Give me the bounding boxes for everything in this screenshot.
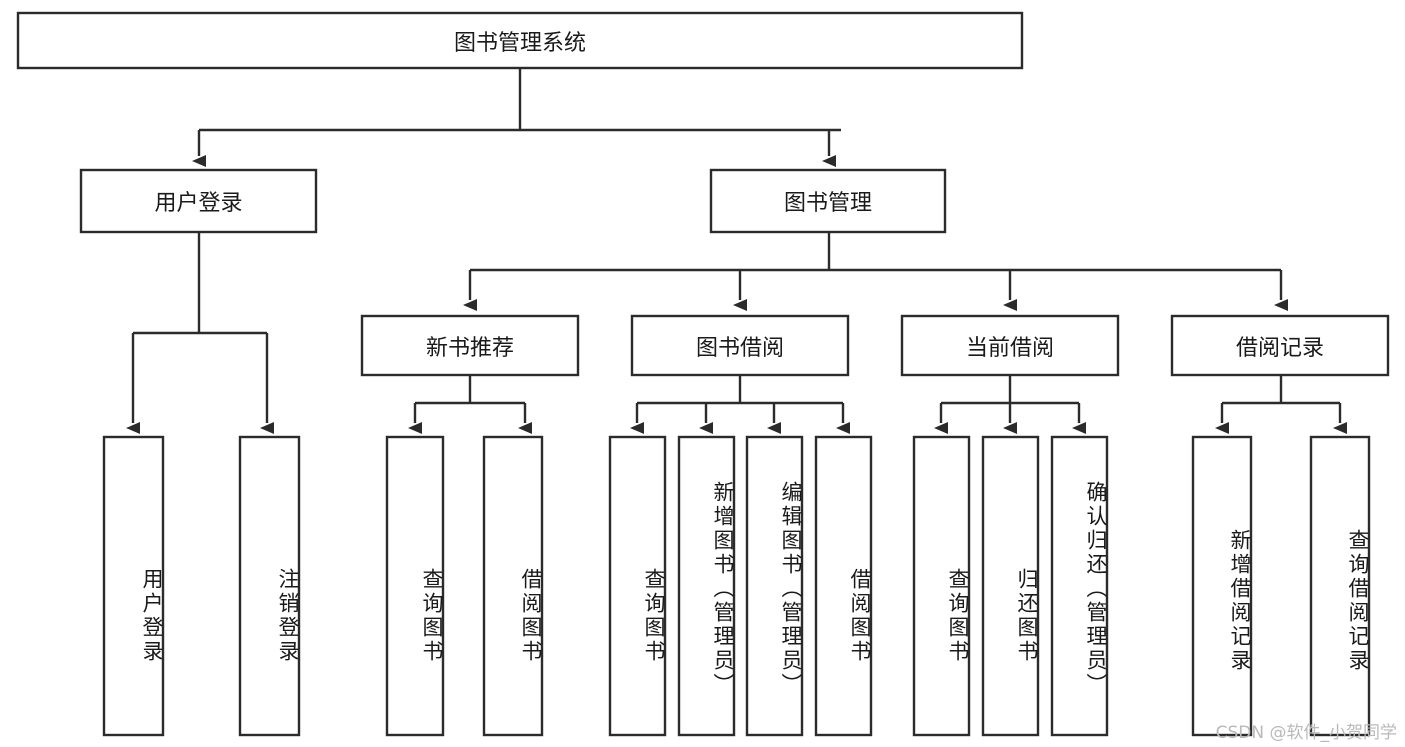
- connectors-current-borrow-leaves: [934, 375, 1086, 434]
- connectors-user-login-leaves: [126, 232, 274, 434]
- connectors-book-borrow-leaves: [630, 375, 850, 434]
- leaf-query-book-borrow[interactable]: [608, 435, 667, 737]
- node-book-management-system[interactable]: [16, 11, 1024, 70]
- node-current-borrow[interactable]: [900, 314, 1120, 377]
- connectors-booklevel: [463, 232, 1288, 311]
- leaf-query-book-newbook[interactable]: [385, 435, 445, 737]
- node-user-login[interactable]: [79, 168, 318, 234]
- connectors-borrow-record-leaves: [1215, 375, 1347, 434]
- leaf-add-borrow-record[interactable]: [1191, 435, 1253, 737]
- connectors-level1-to-level2: [192, 68, 841, 167]
- connectors-new-book-leaves: [408, 375, 532, 434]
- leaf-edit-book-admin[interactable]: [745, 435, 804, 737]
- leaf-query-borrow-record[interactable]: [1309, 435, 1371, 737]
- node-book-borrow[interactable]: [630, 314, 850, 377]
- leaf-borrow-book-borrow[interactable]: [814, 435, 873, 737]
- leaf-add-book-admin[interactable]: [677, 435, 736, 737]
- leaf-query-book-current[interactable]: [912, 435, 971, 737]
- leaf-borrow-book-newbook[interactable]: [482, 435, 544, 737]
- leaf-confirm-return-admin[interactable]: [1050, 435, 1109, 737]
- node-new-book-recommend[interactable]: [360, 314, 580, 377]
- leaf-user-login[interactable]: [102, 435, 165, 737]
- leaf-return-book[interactable]: [981, 435, 1040, 737]
- leaf-logout[interactable]: [238, 435, 301, 737]
- node-book-management[interactable]: [709, 168, 947, 234]
- node-borrow-record[interactable]: [1170, 314, 1390, 377]
